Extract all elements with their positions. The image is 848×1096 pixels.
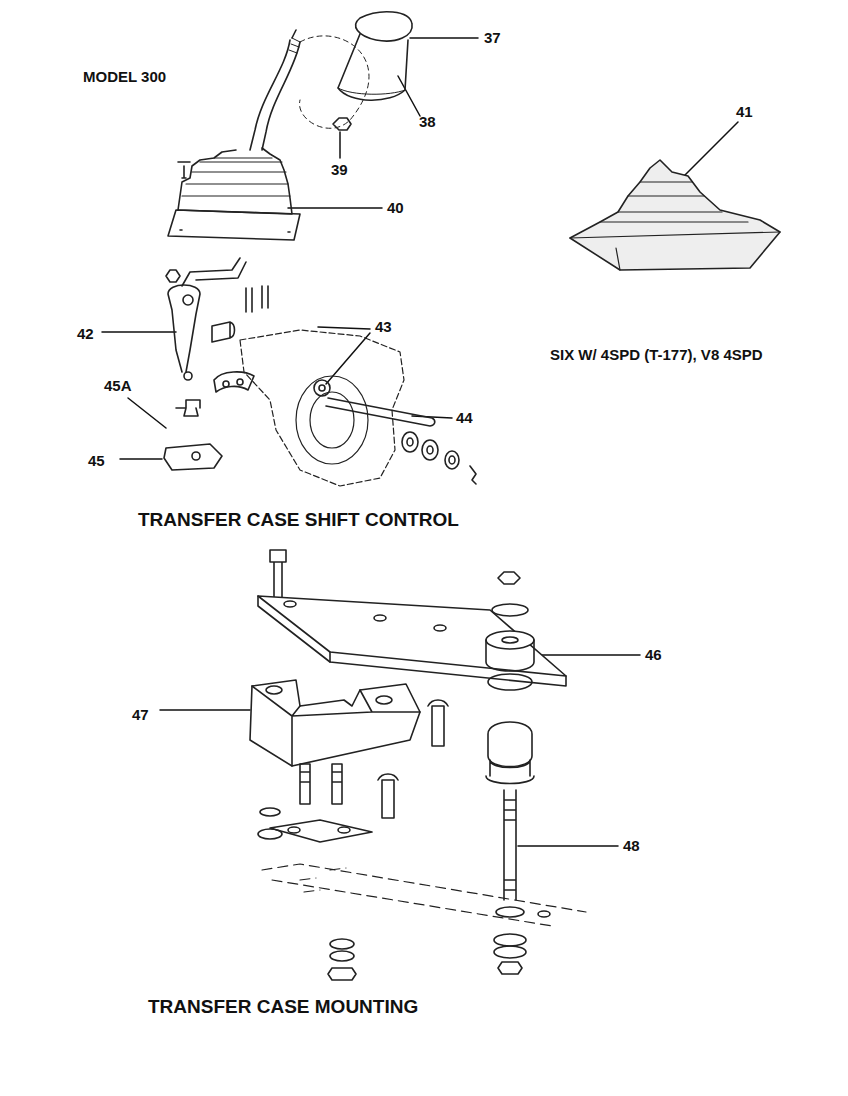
callout-number: 43 <box>375 319 392 336</box>
callout-number: 42 <box>77 326 94 343</box>
section-heading: TRANSFER CASE SHIFT CONTROL <box>138 510 459 531</box>
callout-number: 44 <box>456 410 473 427</box>
variant-label: SIX W/ 4SPD (T-177), V8 4SPD <box>550 347 763 364</box>
section-heading: TRANSFER CASE MOUNTING <box>148 997 418 1018</box>
callout-number: 41 <box>736 104 753 121</box>
callout-number: 38 <box>419 114 436 131</box>
callout-number: 45A <box>104 378 132 395</box>
callout-number: 39 <box>331 162 348 179</box>
callout-number: 40 <box>387 200 404 217</box>
callout-number: 37 <box>484 30 501 47</box>
callout-number: 46 <box>645 647 662 664</box>
leader-lines <box>102 38 738 846</box>
callout-number: 47 <box>132 707 149 724</box>
callout-number: 48 <box>623 838 640 855</box>
callout-number: 45 <box>88 453 105 470</box>
model-label: MODEL 300 <box>83 69 166 86</box>
